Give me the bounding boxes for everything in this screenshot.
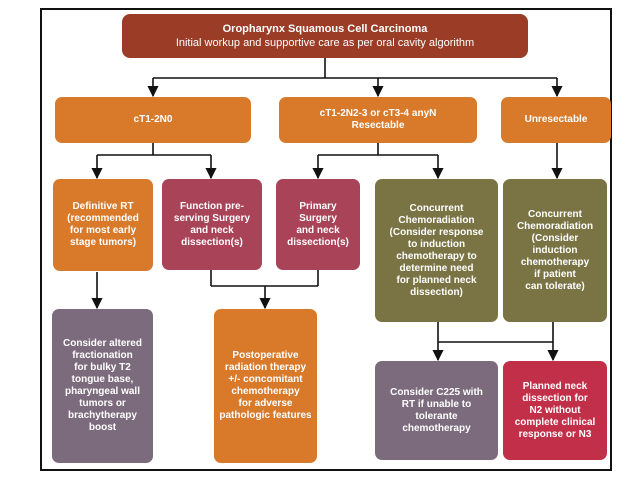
planned-neck-dissection-box: Planned neck dissection for N2 without c… bbox=[503, 361, 607, 460]
stage-box-unresectable: Unresectable bbox=[501, 97, 611, 143]
title-line1: Oropharynx Squamous Cell Carcinoma bbox=[222, 23, 428, 35]
altered-fractionation-box: Consider altered fractionation for bulky… bbox=[52, 309, 153, 463]
stage-box-resectable: cT1-2N2-3 or cT3-4 anyN Resectable bbox=[279, 97, 477, 143]
definitive-rt-box: Definitive RT (recommended for most earl… bbox=[53, 179, 153, 271]
concurrent-chemoradiation-box-2: Concurrent Chemoradiation (Consider indu… bbox=[503, 179, 607, 322]
title-box: Oropharynx Squamous Cell Carcinoma Initi… bbox=[122, 14, 528, 58]
postoperative-rt-box: Postoperative radiation therapy +/- conc… bbox=[214, 309, 317, 463]
stage-box-ct1-2n0: cT1-2N0 bbox=[55, 97, 251, 143]
primary-surgery-box: Primary Surgery and neck dissection(s) bbox=[276, 179, 360, 270]
c225-box: Consider C225 with RT if unable to toler… bbox=[375, 361, 498, 460]
function-surgery-box: Function pre- serving Surgery and neck d… bbox=[162, 179, 262, 270]
concurrent-chemoradiation-box-1: Concurrent Chemoradiation (Consider resp… bbox=[375, 179, 498, 322]
title-line2: Initial workup and supportive care as pe… bbox=[175, 37, 475, 49]
